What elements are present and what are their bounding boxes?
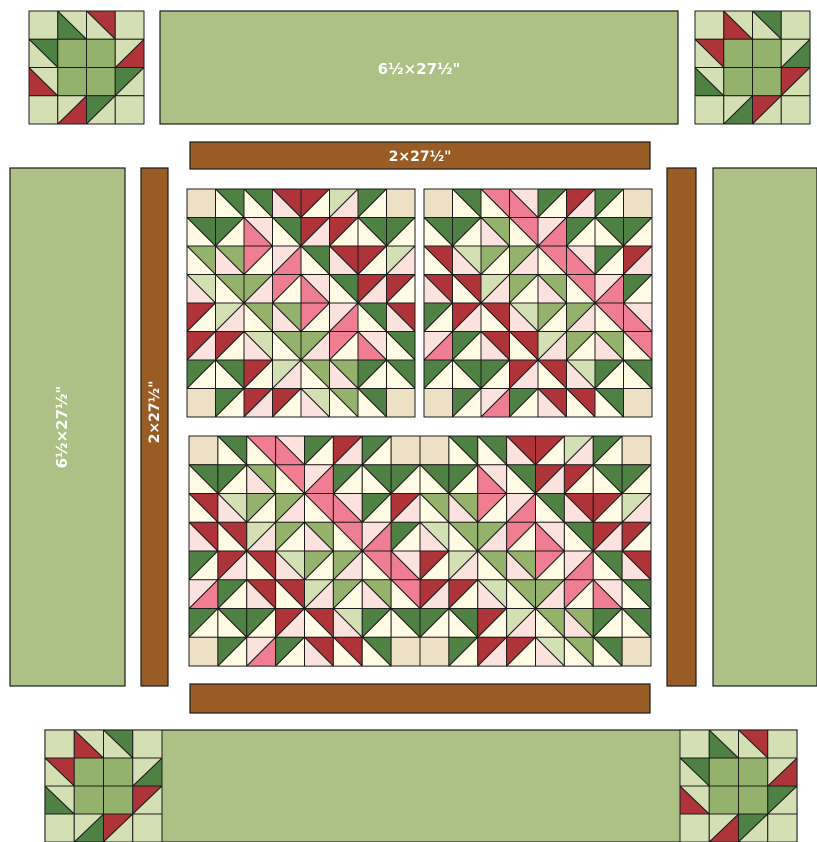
- star-corner-square: [29, 96, 58, 124]
- left-border-label: 6½×27½": [53, 386, 71, 469]
- star-center-square: [724, 68, 753, 96]
- corner-square: [420, 637, 449, 666]
- star-center-square: [709, 786, 738, 814]
- corner-square: [624, 189, 653, 218]
- star-center-square: [74, 758, 103, 786]
- star-center-square: [709, 758, 738, 786]
- quilt-panel-top-right: [424, 189, 652, 417]
- top-border-label: 6½×27½": [378, 60, 461, 78]
- star-center-square: [753, 68, 782, 96]
- corner-square: [189, 436, 218, 465]
- corner-square: [622, 436, 651, 465]
- corner-square: [391, 436, 420, 465]
- star-center-square: [104, 758, 133, 786]
- corner-star-block-bottom-left: [45, 730, 162, 842]
- corner-square: [187, 389, 216, 418]
- corner-star-block-top-right: [695, 11, 810, 124]
- star-corner-square: [695, 11, 724, 39]
- star-corner-square: [768, 730, 797, 758]
- top-sashing-label: 2×27½": [389, 149, 452, 165]
- bottom-sashing: [190, 684, 650, 713]
- quilt-panel-bottom: [189, 436, 651, 666]
- star-center-square: [104, 786, 133, 814]
- star-center-square: [87, 68, 116, 96]
- star-corner-square: [695, 96, 724, 124]
- right-sashing: [667, 168, 696, 686]
- star-center-square: [58, 68, 87, 96]
- star-corner-square: [29, 11, 58, 39]
- star-corner-square: [115, 11, 144, 39]
- star-corner-square: [781, 11, 810, 39]
- star-corner-square: [45, 730, 74, 758]
- star-corner-square: [680, 730, 709, 758]
- corner-square: [189, 637, 218, 666]
- corner-square: [420, 436, 449, 465]
- star-corner-square: [768, 814, 797, 842]
- star-center-square: [739, 758, 768, 786]
- star-center-square: [74, 786, 103, 814]
- star-corner-square: [133, 730, 162, 758]
- right-border: [713, 168, 817, 686]
- star-corner-square: [680, 814, 709, 842]
- corner-square: [624, 389, 653, 418]
- star-corner-square: [115, 96, 144, 124]
- star-center-square: [58, 39, 87, 67]
- star-corner-square: [45, 814, 74, 842]
- star-center-square: [739, 786, 768, 814]
- star-center-square: [753, 39, 782, 67]
- corner-square: [187, 189, 216, 218]
- corner-square: [622, 637, 651, 666]
- corner-star-block-bottom-right: [680, 730, 797, 842]
- corner-square: [424, 389, 453, 418]
- quilt-panel-top-left: [187, 189, 415, 417]
- corner-square: [424, 189, 453, 218]
- corner-square: [387, 189, 416, 218]
- corner-square: [387, 389, 416, 418]
- left-sashing-label: 2×27½": [147, 381, 163, 444]
- corner-star-block-top-left: [29, 11, 144, 124]
- star-center-square: [724, 39, 753, 67]
- star-center-square: [87, 39, 116, 67]
- corner-square: [391, 637, 420, 666]
- star-corner-square: [133, 814, 162, 842]
- star-corner-square: [781, 96, 810, 124]
